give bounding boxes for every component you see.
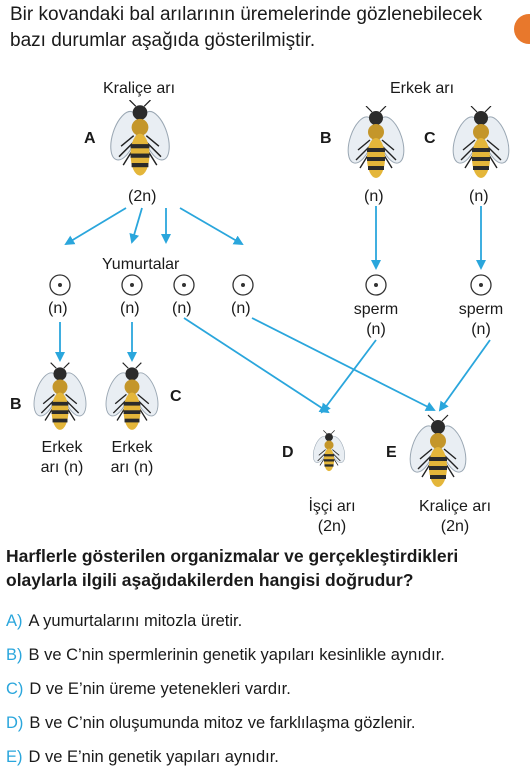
option-E[interactable]: E) D ve E’nin genetik yapıları aynıdır. bbox=[6, 746, 279, 768]
sperm-2: sperm (n) bbox=[451, 300, 511, 340]
egg-ploidy-1: (n) bbox=[48, 300, 68, 317]
worker-bee-line2: (2n) bbox=[317, 518, 347, 535]
option-E-key: E) bbox=[6, 748, 23, 766]
queen-label: Kraliçe arı bbox=[103, 80, 176, 97]
letter-C-bottom: C bbox=[170, 388, 182, 405]
option-A-key: A) bbox=[6, 612, 23, 630]
option-D-text: B ve C’nin oluşumunda mitoz ve farklılaş… bbox=[29, 714, 416, 732]
letter-B-bottom: B bbox=[10, 396, 22, 413]
option-D-key: D) bbox=[6, 714, 24, 732]
queen-bee-A-image bbox=[108, 100, 172, 177]
fertilization-arrows bbox=[183, 317, 491, 414]
queen-offspring-caption: Kraliçe arı (2n) bbox=[400, 497, 510, 537]
egg-ploidy-3: (n) bbox=[172, 300, 192, 317]
sperm-cells bbox=[365, 274, 492, 296]
ploidy-A: (2n) bbox=[128, 188, 157, 205]
option-E-text: D ve E’nin genetik yapıları aynıdır. bbox=[28, 748, 279, 766]
intro-text: Bir kovandaki bal arılarının üremelerind… bbox=[10, 2, 530, 54]
corner-badge bbox=[514, 14, 530, 44]
letter-E: E bbox=[386, 444, 397, 461]
male-offspring-2-line1: Erkek bbox=[111, 439, 153, 456]
sperm-2-label: sperm bbox=[458, 301, 504, 318]
male-bee-B-image bbox=[346, 106, 406, 179]
bee-reproduction-diagram bbox=[32, 100, 511, 488]
male-label: Erkek arı bbox=[390, 80, 455, 97]
letter-A: A bbox=[84, 130, 96, 147]
option-C-text: D ve E’nin üreme yetenekleri vardır. bbox=[29, 680, 291, 698]
male-offspring-1-line2: arı (n) bbox=[40, 459, 84, 476]
male-offspring-2-line2: arı (n) bbox=[110, 459, 154, 476]
option-B-text: B ve C’nin spermlerinin genetik yapıları… bbox=[28, 646, 445, 664]
letter-D: D bbox=[282, 444, 294, 461]
worker-bee-D-image bbox=[312, 430, 346, 472]
sperm-arrows bbox=[371, 206, 486, 270]
worker-bee-caption: İşçi arı (2n) bbox=[292, 497, 372, 537]
ploidy-C-top: (n) bbox=[469, 188, 489, 205]
male-bee-C-image bbox=[451, 106, 511, 179]
egg-cells bbox=[49, 274, 254, 296]
option-D[interactable]: D) B ve C’nin oluşumunda mitoz ve farklıl… bbox=[6, 712, 416, 734]
option-A[interactable]: A) A yumurtalarını mitozla üretir. bbox=[6, 610, 242, 632]
worker-bee-line1: İşçi arı bbox=[308, 498, 356, 515]
option-A-text: A yumurtalarını mitozla üretir. bbox=[28, 612, 243, 630]
egg-ploidy-2: (n) bbox=[120, 300, 140, 317]
queen-offspring-line2: (2n) bbox=[440, 518, 470, 535]
sperm-2-ploidy: (n) bbox=[471, 321, 491, 338]
ploidy-B-top: (n) bbox=[364, 188, 384, 205]
eggs-label: Yumurtalar bbox=[102, 256, 180, 273]
egg-ploidy-4: (n) bbox=[231, 300, 251, 317]
intro-line-1: Bir kovandaki bal arılarının üremelerind… bbox=[10, 4, 483, 25]
sperm-1-label: sperm bbox=[353, 301, 399, 318]
queen-bee-E-image bbox=[408, 414, 468, 488]
male-bee-C-offspring-image bbox=[104, 362, 160, 431]
letter-B-top: B bbox=[320, 130, 332, 147]
question-text: Harflerle gösterilen organizmalar ve ger… bbox=[6, 546, 459, 590]
egg-arrows bbox=[64, 207, 244, 246]
male-offspring-2: Erkek arı (n) bbox=[100, 438, 164, 478]
letter-C-top: C bbox=[424, 130, 436, 147]
option-C[interactable]: C) D ve E’nin üreme yetenekleri vardır. bbox=[6, 678, 291, 700]
option-B-key: B) bbox=[6, 646, 23, 664]
male-bee-B-offspring-image bbox=[32, 362, 88, 431]
offspring-arrows bbox=[55, 322, 137, 362]
male-offspring-1: Erkek arı (n) bbox=[30, 438, 94, 478]
sperm-1-ploidy: (n) bbox=[366, 321, 386, 338]
option-B[interactable]: B) B ve C’nin spermlerinin genetik yapıla… bbox=[6, 644, 445, 666]
option-C-key: C) bbox=[6, 680, 24, 698]
intro-line-2: bazı durumlar aşağıda gösterilmiştir. bbox=[10, 30, 316, 51]
queen-offspring-line1: Kraliçe arı bbox=[418, 498, 492, 515]
male-offspring-1-line1: Erkek bbox=[41, 439, 83, 456]
sperm-1: sperm (n) bbox=[346, 300, 406, 340]
